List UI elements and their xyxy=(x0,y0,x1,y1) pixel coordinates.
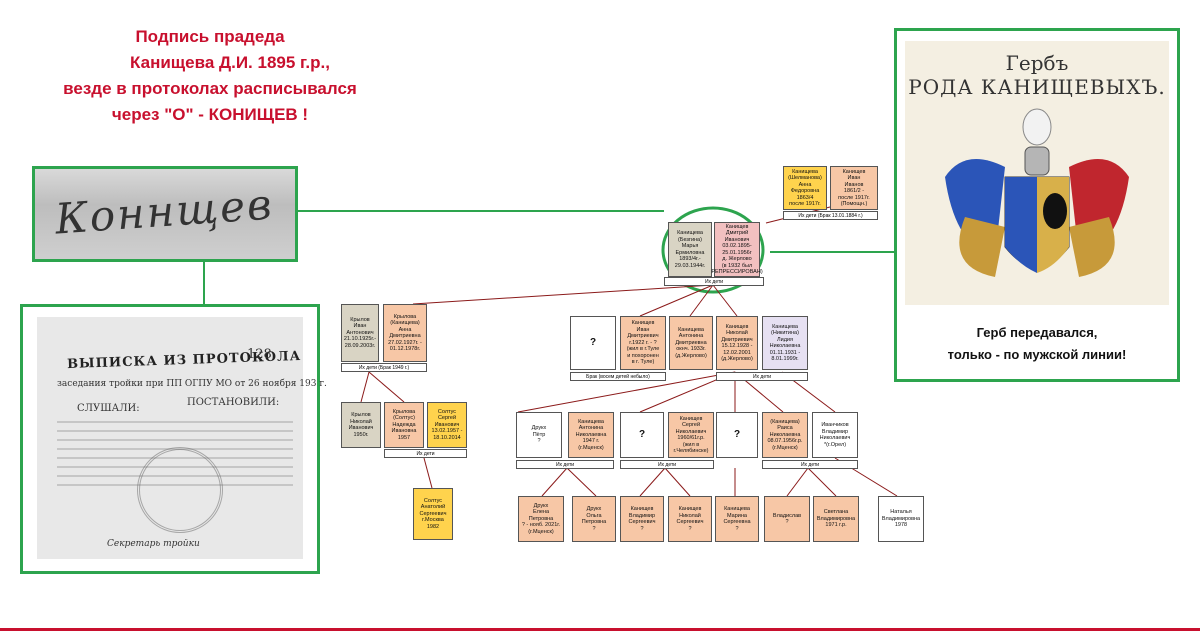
tree-node-krylov-ivan: Крылов Иван Антонович 21.10.1925г.- 28.0… xyxy=(341,304,379,362)
tree-bar-krylov: Их дети (Брак 1949 г.) xyxy=(341,363,427,372)
protocol-decided: ПОСТАНОВИЛИ: xyxy=(187,397,280,408)
tree-node-druk-petr: Друкх Пётр ? xyxy=(516,412,562,458)
tree-node-elena: Друкх Елена Петровна ? - нояб. 2021г. (г… xyxy=(518,496,564,542)
tree-bar-b: Их дети xyxy=(620,460,714,469)
coat-title-2: РОДА КАНИЩЕВЫХЪ. xyxy=(908,75,1166,99)
tree-node-sergey: Канищев Сергей Николаевич 1960/61г.р. (ж… xyxy=(668,412,714,458)
tree-node-gg-mother: Канищева (Шелманова) Анна Федоровна 1863… xyxy=(783,166,827,210)
tree-node-soltus-anatoliy: Солтус Анатолий Сергеевич г.Москва 1982 xyxy=(413,488,453,540)
tree-node-nikolay-2: Канищев Николай Сергеевич ? xyxy=(668,496,712,542)
tree-node-natalya: Наталья Владимировна 1978 xyxy=(878,496,924,542)
protocol-number: 128 xyxy=(247,347,272,362)
signature-text: Коннщев xyxy=(53,179,275,244)
tree-node-antonina-2: Канищева Антонина Николаевна 1947 г. (г.… xyxy=(568,412,614,458)
coat-of-arms-frame: Гербъ РОДА КАНИЩЕВЫХЪ. Герб передавался,… xyxy=(894,28,1180,382)
coat-of-arms-icon xyxy=(945,108,1129,277)
tree-node-g-mother: Канищева (Безгина) Марья Ермиловна 1893/… xyxy=(668,222,712,277)
tree-bar-soltus: Их дети xyxy=(384,449,467,458)
tree-node-lidiya: Канищева (Никитина) Лидия Николаевна 01.… xyxy=(762,316,808,370)
tree-node-krylova-nadezhda: Крылова (Солтус) Надежда Ивановна 1957 xyxy=(384,402,424,448)
protocol-frame: ВЫПИСКА ИЗ ПРОТОКОЛА 128 заседания тройк… xyxy=(20,304,327,574)
tree-bar-gg: Их дети (Брак 13.01.1884 г.) xyxy=(783,211,878,220)
tree-node-krylova-anna: Крылова (Канищева) Анна Дмитриевна 27.02… xyxy=(383,304,427,362)
title-line-3: везде в протоколах расписывался xyxy=(63,79,357,98)
bottom-divider xyxy=(0,628,1200,631)
tree-node-raisa: (Канищева) Раиса Николаевна 08.07.1956г.… xyxy=(762,412,808,458)
protocol-document: ВЫПИСКА ИЗ ПРОТОКОЛА 128 заседания тройк… xyxy=(37,317,327,559)
tree-node-unknown-2: ? xyxy=(620,412,664,458)
tree-node-unknown-1: ? xyxy=(570,316,616,370)
signature-image: Коннщев xyxy=(32,166,298,262)
tree-node-ivanchikov: Иванчиков Владимир Николаевич *(г.Орел) xyxy=(812,412,858,458)
title-line-4: через "О" - КОНИЩЕВ ! xyxy=(111,105,309,124)
protocol-footer: Секретарь тройки xyxy=(107,539,200,549)
page-title: Подпись прадеда Канищева Д.И. 1895 г.р.,… xyxy=(40,24,380,128)
tree-bar-g: Их дети xyxy=(664,277,764,286)
tree-bar-nikolay: Их дети xyxy=(716,372,808,381)
tree-node-olga: Друкх Ольга Петровна ? xyxy=(572,496,616,542)
tree-node-ivan: Канищев Иван Дмитриевич г.1922 г. - ? (ж… xyxy=(620,316,666,370)
protocol-heard: СЛУШАЛИ: xyxy=(77,403,140,414)
tree-node-gg-father: Канищев Иван Иванов 1861/2 - после 1917г… xyxy=(830,166,878,210)
tree-node-vladimir: Канищев Владимир Сергеевич ? xyxy=(620,496,664,542)
coat-of-arms-image: Гербъ РОДА КАНИЩЕВЫХЪ. xyxy=(905,41,1169,305)
tree-node-mariya: Канищева Марина Сергеевна ? xyxy=(715,496,759,542)
coat-caption-2: только - по мужской линии! xyxy=(947,347,1127,362)
coat-caption-1: Герб передавался, xyxy=(976,325,1098,340)
tree-node-svetlana: Светлана Владимировна 1971 г.р. xyxy=(813,496,859,542)
tree-node-unknown-3: ? xyxy=(716,412,758,458)
tree-node-g-father: Канищев Дмитрий Иванович 03.02.1895- 25.… xyxy=(711,222,763,277)
tree-node-nikolay: Канищев Николай Дмитриевич 15.12.1928 - … xyxy=(716,316,758,370)
title-line-2: Канищева Д.И. 1895 г.р., xyxy=(130,53,330,72)
protocol-line-1: заседания тройки при ПП ОГПУ МО от 26 но… xyxy=(57,379,327,389)
title-line-1: Подпись прадеда xyxy=(135,27,285,46)
tree-node-vladislav: Владислав ? xyxy=(764,496,810,542)
tree-node-soltus-sergey: Солтус Сергей Иванович 13.02.1957 - 18.1… xyxy=(427,402,467,448)
tree-bar-ivan: Брак (восем детей небыло) xyxy=(570,372,666,381)
stamp-seal xyxy=(137,447,223,533)
tree-bar-a: Их дети xyxy=(516,460,614,469)
tree-node-krylov-nikolay: Крылов Николай Иванович 1950г. xyxy=(341,402,381,448)
tree-bar-c: Их дети xyxy=(762,460,858,469)
tree-node-antonina: Канищева Антонина Дмитриевна окнч. 1933г… xyxy=(669,316,713,370)
coat-title-1: Гербъ xyxy=(1005,51,1069,75)
